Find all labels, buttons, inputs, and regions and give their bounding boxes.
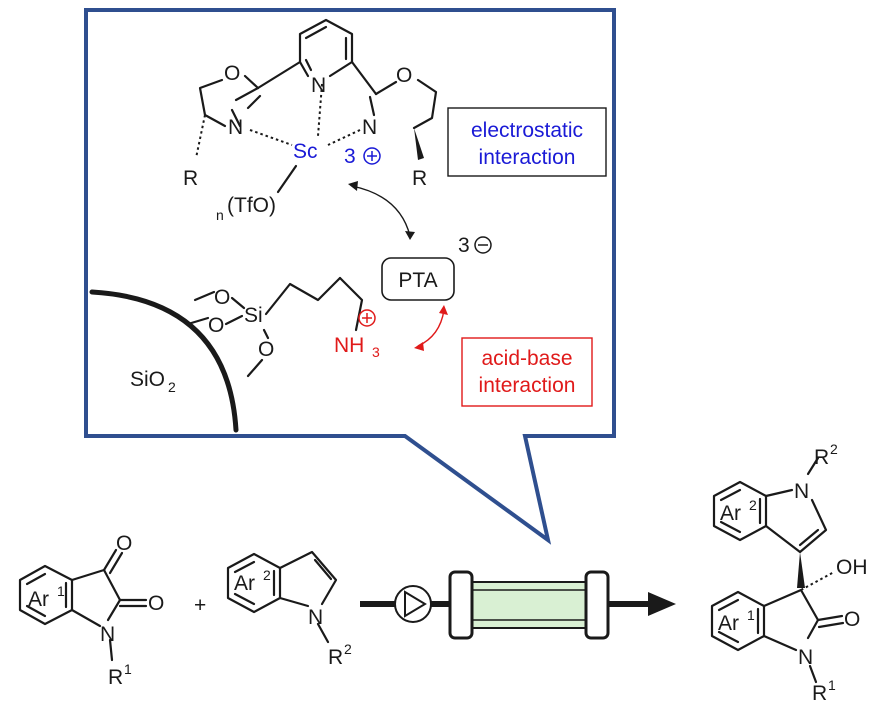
cationic-charge-icon (363, 147, 381, 165)
siloxane-o3: O (258, 338, 274, 361)
acid-base-interaction-box: acid-base interaction (461, 337, 593, 407)
product-o: O (844, 608, 860, 631)
product-r2: R (814, 446, 829, 469)
indole-r-sup: 2 (344, 641, 352, 657)
ammonium-label: NH (334, 334, 364, 357)
indole-ar: Ar (234, 572, 255, 595)
electrostatic-line1: electrostatic (471, 119, 583, 142)
electrostatic-interaction-box: electrostatic interaction (447, 107, 607, 177)
indole-ar-sup: 2 (263, 567, 271, 583)
siloxane-o1: O (214, 286, 230, 309)
scandium-charge: 3 (344, 145, 356, 168)
product-structure: Ar 2 N R 2 OH Ar 1 O N R 1 (710, 441, 868, 705)
isatin-r-sup: 1 (124, 661, 132, 677)
pump-icon (394, 585, 432, 623)
product-oh: OH (836, 556, 868, 579)
product-n-top: N (794, 480, 809, 503)
silica-support: SiO 2 O Si O O NH 3 (89, 276, 380, 433)
isatin-o1: O (116, 532, 132, 555)
silica-subscript: 2 (168, 379, 176, 395)
acid-base-line1: acid-base (481, 347, 572, 370)
left-r-group: R (183, 167, 198, 190)
pyridine-n-label: N (311, 74, 326, 97)
product-n-bottom: N (798, 646, 813, 669)
indole-n: N (308, 606, 323, 629)
sc-pybox-complex: N O N R O N R Sc 3 n (TfO) (183, 18, 438, 223)
flow-reactor (360, 570, 676, 640)
isatin-structure: Ar 1 O O N R 1 (18, 532, 164, 689)
product-r1: R (812, 682, 827, 705)
isatin-ar: Ar (28, 588, 49, 611)
product-ar2: Ar (720, 502, 741, 525)
isatin-n: N (100, 623, 115, 646)
electrostatic-arrow (348, 181, 415, 240)
left-oxazoline-o: O (224, 62, 240, 85)
reaction-arrow-head (648, 592, 676, 616)
right-oxazoline-n: N (362, 116, 377, 139)
anionic-charge-icon (474, 236, 492, 254)
pta-box: PTA 3 (381, 234, 492, 301)
right-r-group: R (412, 167, 427, 190)
indole-structure: Ar 2 N R 2 (226, 550, 352, 669)
ammonium-charge-icon (358, 309, 376, 327)
pta-label: PTA (398, 269, 437, 292)
triflate-count-n: n (216, 207, 224, 223)
isatin-o2: O (148, 592, 164, 615)
isatin-r: R (108, 666, 123, 689)
pta-charge: 3 (458, 234, 470, 257)
siloxane-o2: O (208, 314, 224, 337)
silicon-label: Si (244, 304, 263, 327)
silica-label: SiO (130, 368, 165, 391)
scandium-label: Sc (293, 140, 318, 163)
ammonium-subscript: 3 (372, 344, 380, 360)
callout-bubble (84, 8, 616, 545)
left-oxazoline-n: N (228, 116, 243, 139)
product-ar1-sup: 1 (747, 607, 755, 623)
product-r1-sup: 1 (828, 677, 836, 693)
electrostatic-line2: interaction (479, 146, 576, 169)
reactor-column-body (465, 581, 589, 629)
acid-base-line2: interaction (479, 374, 576, 397)
product-r2-sup: 2 (830, 441, 838, 457)
isatin-ar-sup: 1 (57, 583, 65, 599)
acid-base-arrow (414, 305, 448, 351)
plus-sign: + (194, 594, 206, 617)
right-oxazoline-o: O (396, 64, 412, 87)
triflate-label: (TfO) (227, 194, 276, 217)
product-ar1: Ar (718, 612, 739, 635)
indole-r: R (328, 646, 343, 669)
product-ar2-sup: 2 (749, 497, 757, 513)
